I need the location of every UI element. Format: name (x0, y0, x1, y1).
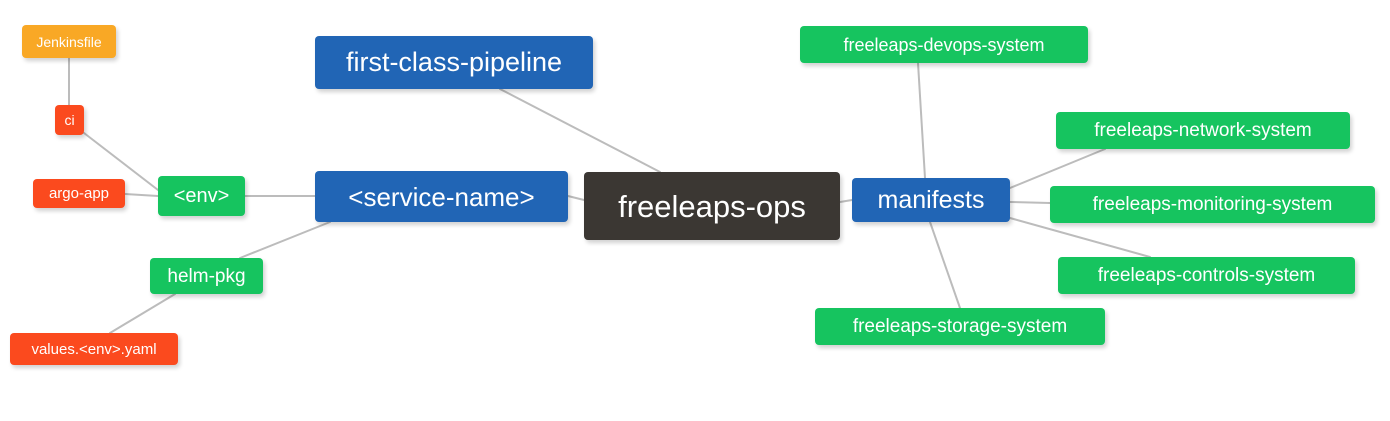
edge-root-to-manifests (839, 199, 853, 203)
node-root[interactable]: freeleaps-ops (584, 172, 840, 240)
edge-helm-pkg-to-values-yaml (109, 293, 176, 334)
node-label: first-class-pipeline (345, 47, 563, 77)
edge-manifests-to-monitoring (1009, 201, 1051, 204)
node-label: manifests (877, 185, 985, 214)
node-label: <env> (173, 185, 230, 207)
node-label: <service-name> (348, 181, 535, 212)
node-label: helm-pkg (167, 265, 246, 287)
node-label: freeleaps-controls-system (1097, 265, 1316, 286)
node-env[interactable]: <env> (158, 176, 245, 216)
node-argo-app[interactable]: argo-app (33, 179, 125, 208)
node-label: values.<env>.yaml (31, 340, 157, 358)
node-jenkinsfile[interactable]: Jenkinsfile (22, 25, 116, 58)
node-label: freeleaps-monitoring-system (1092, 194, 1333, 215)
node-label: ci (64, 112, 75, 128)
node-label: freeleaps-ops (618, 188, 806, 224)
node-pipeline[interactable]: first-class-pipeline (315, 36, 593, 89)
edge-service-name-to-helm-pkg (239, 221, 331, 259)
edge-manifests-to-storage (929, 221, 961, 309)
node-service-name[interactable]: <service-name> (315, 171, 568, 222)
edge-pipeline-to-root (499, 88, 661, 173)
node-values-yaml[interactable]: values.<env>.yaml (10, 333, 178, 365)
node-label: freeleaps-storage-system (852, 316, 1068, 337)
node-monitoring[interactable]: freeleaps-monitoring-system (1050, 186, 1375, 223)
node-network[interactable]: freeleaps-network-system (1056, 112, 1350, 149)
edge-service-name-to-root (567, 195, 585, 201)
node-label: argo-app (48, 185, 110, 202)
node-label: Jenkinsfile (36, 33, 102, 50)
node-storage[interactable]: freeleaps-storage-system (815, 308, 1105, 345)
edge-manifests-to-controls (1009, 217, 1151, 258)
edge-manifests-to-network (1009, 148, 1106, 189)
node-label: freeleaps-devops-system (843, 34, 1045, 55)
node-devops[interactable]: freeleaps-devops-system (800, 26, 1088, 63)
node-ci[interactable]: ci (55, 105, 84, 135)
node-label: freeleaps-network-system (1094, 120, 1312, 141)
node-manifests[interactable]: manifests (852, 178, 1010, 222)
edge-argo-app-to-env (124, 193, 159, 197)
edge-manifests-to-devops (917, 62, 926, 179)
node-helm-pkg[interactable]: helm-pkg (150, 258, 263, 294)
node-controls[interactable]: freeleaps-controls-system (1058, 257, 1355, 294)
